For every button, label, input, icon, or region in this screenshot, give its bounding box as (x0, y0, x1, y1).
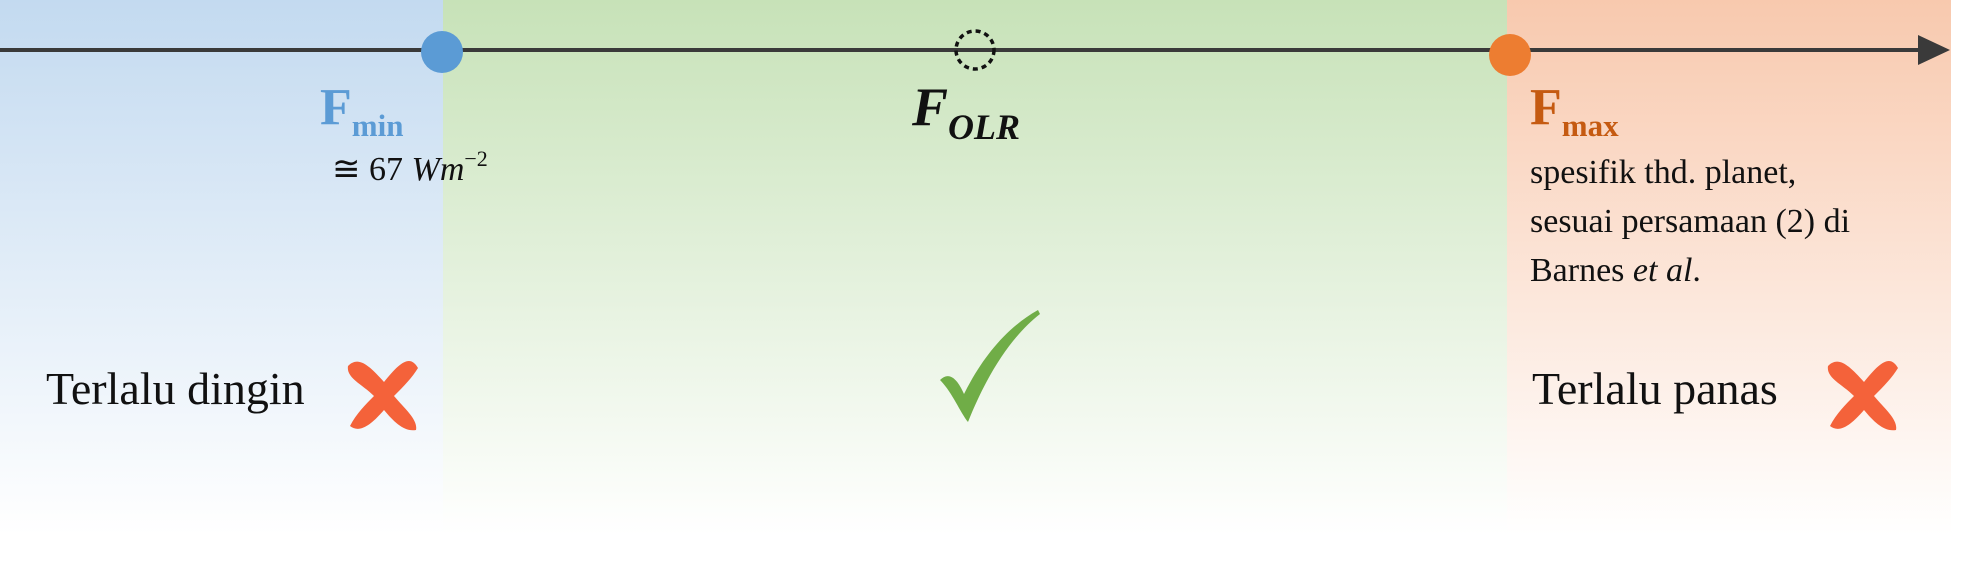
fmin-value-prefix: ≅ 67 (332, 151, 412, 188)
folr-symbol: F (912, 77, 949, 137)
fmin-marker (421, 31, 463, 73)
cross-icon (347, 360, 418, 431)
zone-habitable (443, 0, 1507, 535)
fmax-desc-line-2: sesuai persamaan (2) di (1530, 203, 1851, 240)
folr-subscript: OLR (948, 107, 1021, 147)
fmin-unit: Wm (411, 151, 465, 188)
fmin-value: ≅ 67 Wm−2 (332, 146, 488, 189)
zone-too-cold-label: Terlalu dingin (46, 363, 305, 414)
fmin-subscript: min (351, 108, 404, 143)
zone-too-cold (0, 0, 443, 535)
fmin-label: Fmin (320, 78, 403, 144)
fmin-exponent: −2 (464, 146, 488, 171)
fmax-desc-line-3-suffix: . (1692, 252, 1701, 289)
folr-label: FOLR (912, 76, 1020, 148)
fmax-label: Fmax (1530, 78, 1619, 144)
fmax-marker (1489, 34, 1531, 76)
zone-too-hot (1507, 0, 1951, 535)
zone-too-hot-label: Terlalu panas (1532, 363, 1778, 414)
fmax-desc-line-3-em: et al (1632, 252, 1693, 289)
fmax-desc-line-1: spesifik thd. planet, (1530, 154, 1797, 191)
fmax-description: spesifik thd. planet, sesuai persamaan (… (1530, 148, 1950, 295)
axis-arrowhead (1918, 35, 1950, 65)
folr-marker (954, 29, 996, 71)
fmax-desc-line-3-prefix: Barnes (1530, 252, 1633, 289)
cross-icon (1827, 360, 1898, 431)
fmax-symbol: F (1530, 79, 1562, 136)
fmin-symbol: F (320, 79, 352, 136)
check-icon (940, 310, 1040, 422)
fmax-subscript: max (1561, 108, 1619, 143)
fmax-desc-line-3: Barnes et al. (1530, 246, 1950, 295)
